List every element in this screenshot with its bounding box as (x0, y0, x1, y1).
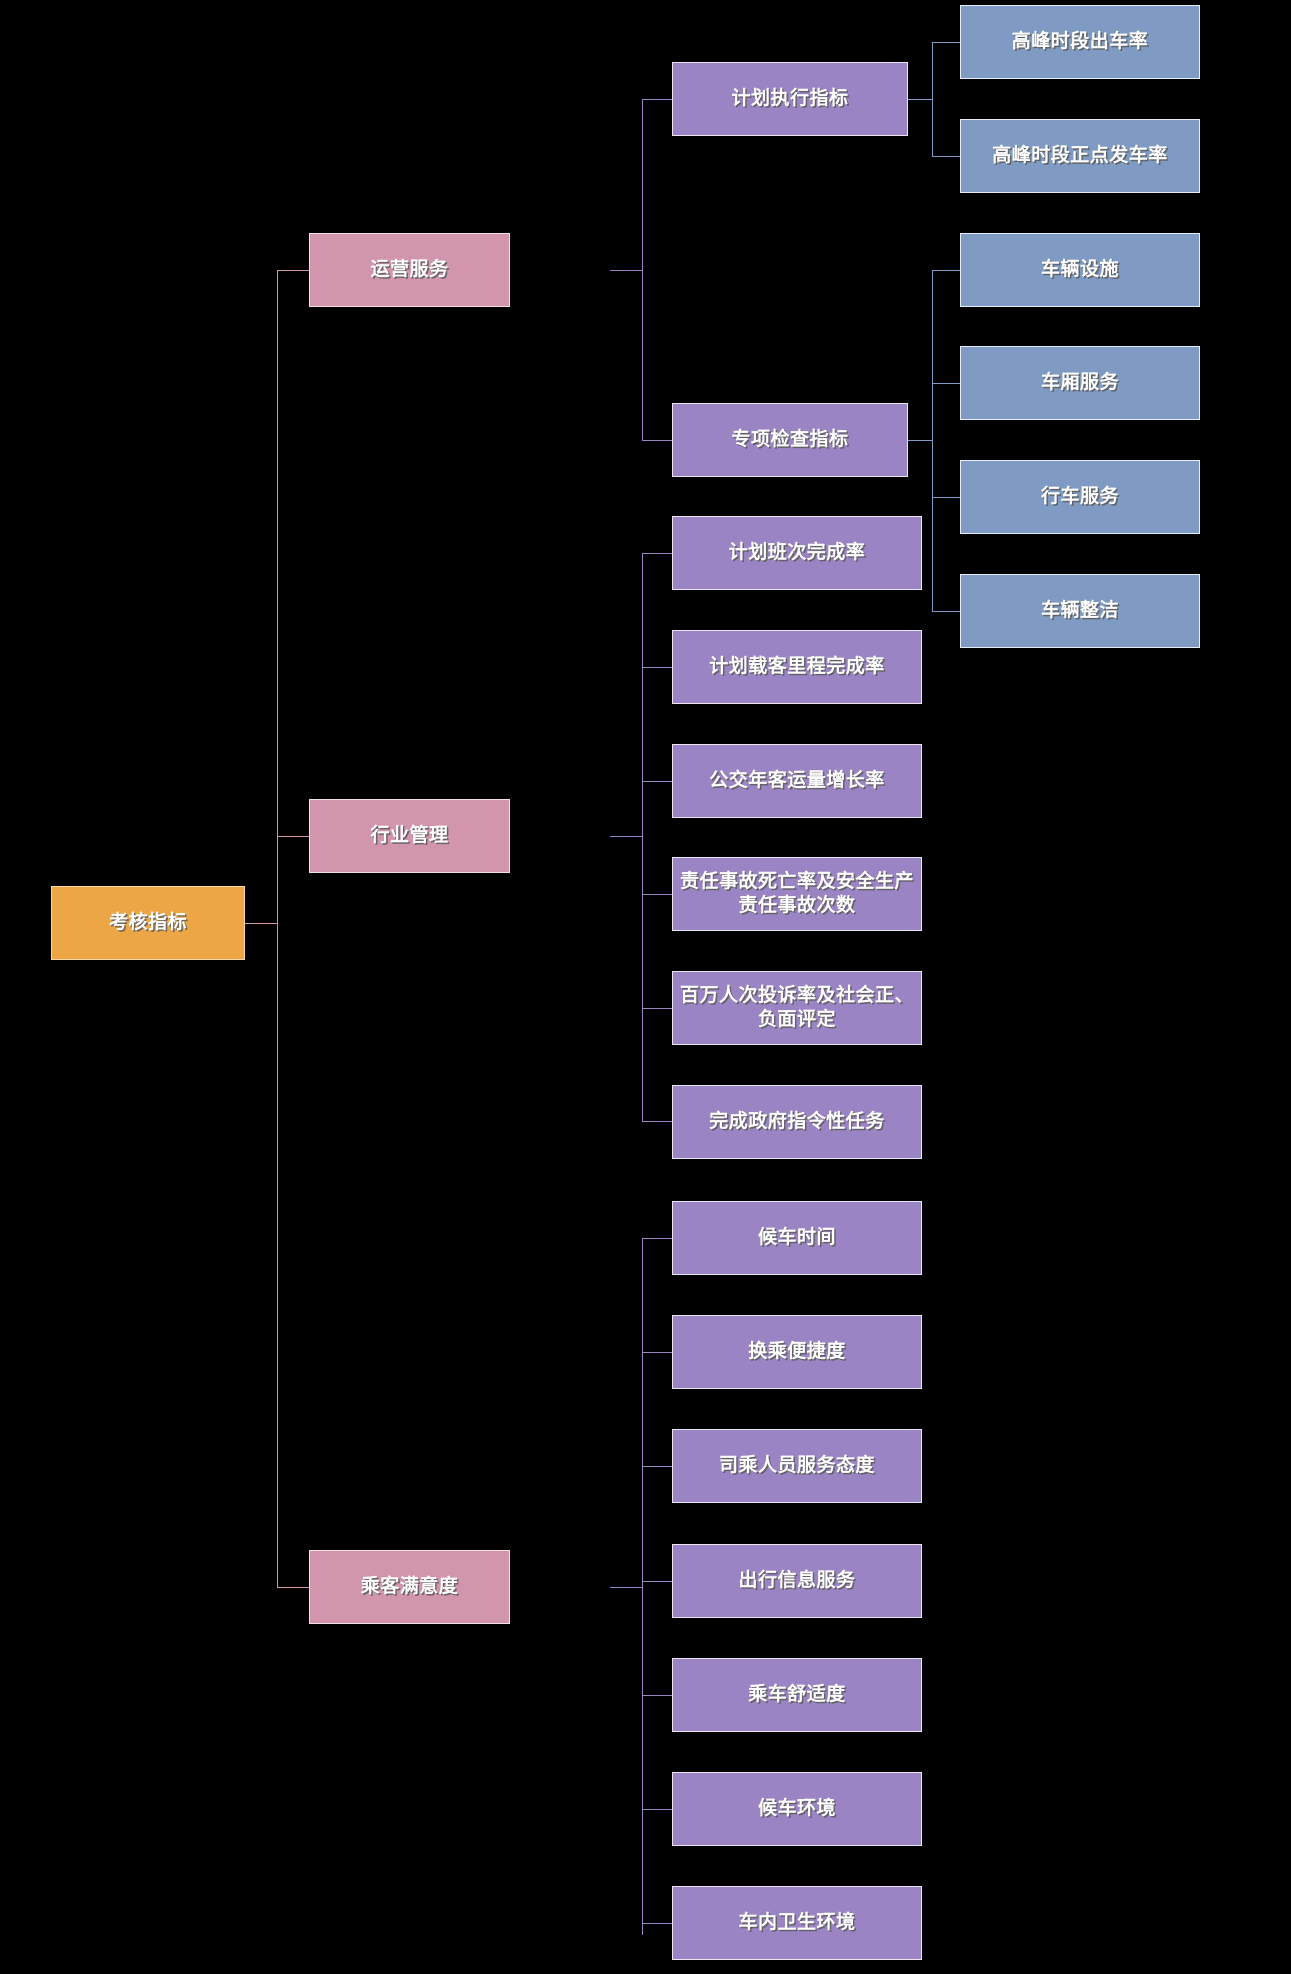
node-sub-waiting-environment[interactable]: 候车环境 (672, 1772, 922, 1846)
connector-to-industry (277, 836, 309, 837)
node-category-passenger-satisfaction[interactable]: 乘客满意度 (309, 1550, 510, 1624)
node-sub-waiting-time[interactable]: 候车时间 (672, 1201, 922, 1275)
connector-operation-spine (642, 99, 643, 440)
node-category-operation-service[interactable]: 运营服务 (309, 233, 510, 307)
connector-to-vehicle-clean (932, 611, 960, 612)
connector-special-check-stub (908, 440, 932, 441)
node-sub-government-mandated-tasks[interactable]: 完成政府指令性任务 (672, 1085, 922, 1159)
connector-to-passenger-growth (642, 781, 672, 782)
connector-to-wait-env (642, 1809, 672, 1810)
connector-to-cabin-service (932, 383, 960, 384)
connector-to-staff-attitude (642, 1466, 672, 1467)
connector-root-spine (277, 270, 278, 1587)
connector-to-complaint (642, 1008, 672, 1009)
node-sub-planned-trip-completion-rate[interactable]: 计划班次完成率 (672, 516, 922, 590)
connector-to-accident (642, 894, 672, 895)
connector-to-travel-info (642, 1581, 672, 1582)
connector-satisfaction-spine (642, 1238, 643, 1935)
connector-to-ride-comfort (642, 1695, 672, 1696)
connector-industry-stub (610, 836, 642, 837)
node-sub-transfer-convenience[interactable]: 换乘便捷度 (672, 1315, 922, 1389)
node-sub-ride-comfort[interactable]: 乘车舒适度 (672, 1658, 922, 1732)
connector-to-wait-time (642, 1238, 672, 1239)
node-category-industry-management[interactable]: 行业管理 (309, 799, 510, 873)
node-sub-special-inspection-indicators[interactable]: 专项检查指标 (672, 403, 908, 477)
connector-to-plan-exec (642, 99, 672, 100)
node-sub-annual-ridership-growth-rate[interactable]: 公交年客运量增长率 (672, 744, 922, 818)
connector-plan-exec-stub (908, 99, 932, 100)
node-leaf-driving-service[interactable]: 行车服务 (960, 460, 1200, 534)
connector-plan-exec-spine (932, 42, 933, 156)
connector-to-plan-trips (642, 553, 672, 554)
connector-to-vehicle-facility (932, 270, 960, 271)
connector-to-cabin-hygiene (642, 1923, 672, 1924)
node-root-assessment-indicators[interactable]: 考核指标 (51, 886, 245, 960)
connector-root-stub (245, 923, 277, 924)
connector-to-driving-service (932, 497, 960, 498)
node-leaf-peak-ontime-departure-rate[interactable]: 高峰时段正点发车率 (960, 119, 1200, 193)
node-sub-planned-passenger-mileage-completion-rate[interactable]: 计划载客里程完成率 (672, 630, 922, 704)
connector-to-satisfaction (277, 1587, 309, 1588)
connector-special-check-spine (932, 270, 933, 611)
node-leaf-vehicle-cleanliness[interactable]: 车辆整洁 (960, 574, 1200, 648)
node-leaf-peak-dispatch-rate[interactable]: 高峰时段出车率 (960, 5, 1200, 79)
connector-to-peak-dispatch (932, 42, 960, 43)
node-leaf-vehicle-facility[interactable]: 车辆设施 (960, 233, 1200, 307)
connector-to-special-check (642, 440, 672, 441)
node-sub-cabin-hygiene-environment[interactable]: 车内卫生环境 (672, 1886, 922, 1960)
connector-to-gov-task (642, 1121, 672, 1122)
connector-to-operation (277, 270, 309, 271)
connector-to-transfer (642, 1352, 672, 1353)
connector-industry-spine (642, 553, 643, 1121)
node-sub-staff-service-attitude[interactable]: 司乘人员服务态度 (672, 1429, 922, 1503)
node-sub-plan-execution-indicators[interactable]: 计划执行指标 (672, 62, 908, 136)
node-sub-accident-fatality-and-safety-incidents[interactable]: 责任事故死亡率及安全生产责任事故次数 (672, 857, 922, 931)
connector-to-plan-mileage (642, 667, 672, 668)
connector-to-peak-ontime (932, 156, 960, 157)
node-leaf-cabin-service[interactable]: 车厢服务 (960, 346, 1200, 420)
node-sub-travel-information-service[interactable]: 出行信息服务 (672, 1544, 922, 1618)
node-sub-complaint-rate-and-social-evaluation[interactable]: 百万人次投诉率及社会正、负面评定 (672, 971, 922, 1045)
connector-satisfaction-stub (610, 1587, 642, 1588)
connector-operation-stub (610, 270, 642, 271)
